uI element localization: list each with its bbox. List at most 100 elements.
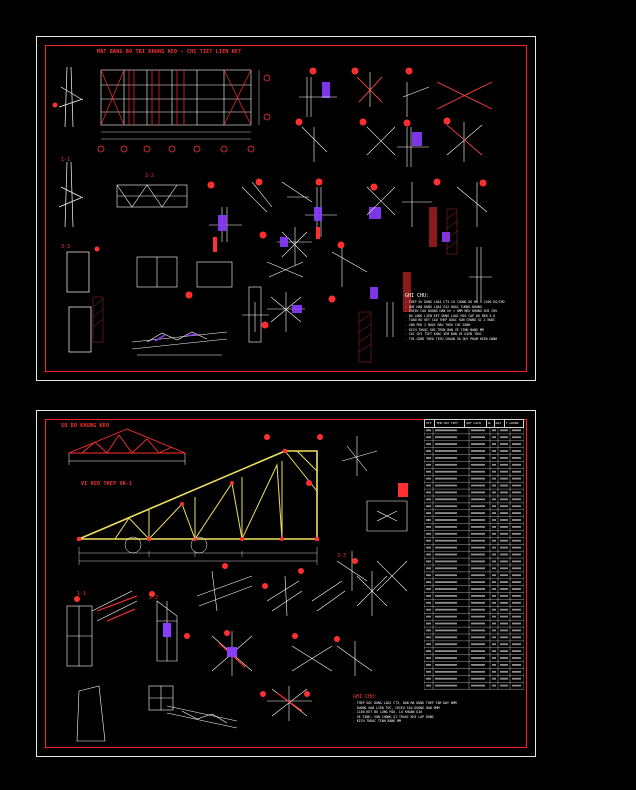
drawing-sheet-1: MAT BANG BO TRI KHUNG KEO - CHI TIET LIE… xyxy=(36,36,536,381)
table-cell-text xyxy=(426,450,431,452)
detail-bubbles xyxy=(185,67,487,329)
table-cell-text xyxy=(512,484,521,487)
table-cell-text xyxy=(435,450,457,452)
table-cell-text xyxy=(512,532,521,535)
table-cell-text xyxy=(426,670,431,673)
section-label-3: 3-3 xyxy=(61,244,71,250)
sheet-2-drawing xyxy=(66,428,408,742)
table-cell-text xyxy=(471,443,485,445)
table-cell-text xyxy=(426,595,431,597)
lower-bubbles xyxy=(74,558,358,697)
table-cell-text xyxy=(471,670,485,673)
table-cell-text xyxy=(426,657,431,659)
section-markers xyxy=(52,102,100,252)
table-cell-text xyxy=(426,429,431,432)
table-cell-text xyxy=(426,539,431,542)
table-cell-text xyxy=(471,643,485,646)
table-cell-text xyxy=(435,629,457,632)
note-line: - DUONG HAN LIEN TUC, CHIEU CAO DUONG HA… xyxy=(353,705,440,710)
table-cell-text xyxy=(435,581,457,583)
table-cell-text xyxy=(512,553,521,556)
table-cell-text xyxy=(471,491,485,494)
table-cell-text xyxy=(471,539,485,542)
note-line: - THEP GOC DUNG LOAI CT3, BAN MA DUNG TH… xyxy=(353,701,457,705)
table-cell-text xyxy=(492,560,496,563)
sheet-1-drawing xyxy=(52,66,493,363)
table-cell-text xyxy=(471,595,485,597)
table-cell-text xyxy=(492,588,496,590)
table-cell-text xyxy=(492,553,496,556)
plan-bracing xyxy=(100,69,252,126)
sheet-1-notes-title: GHI CHU: xyxy=(405,293,430,299)
table-cell-text xyxy=(492,429,496,432)
table-cell-text xyxy=(471,657,485,659)
table-cell-text xyxy=(492,484,496,487)
table-cell-text xyxy=(512,677,521,680)
table-cell-text xyxy=(512,429,521,432)
table-cell-text xyxy=(435,457,457,459)
table-cell-text xyxy=(512,581,521,583)
table-cell-text xyxy=(492,567,496,570)
table-cell-text xyxy=(426,477,431,480)
table-cell-text xyxy=(492,581,496,583)
table-cell-text xyxy=(471,505,485,508)
table-grid xyxy=(423,426,525,690)
table-cell-text xyxy=(426,443,431,445)
table-cell-text xyxy=(435,650,457,652)
table-cell-text xyxy=(512,657,521,659)
table-cell-text xyxy=(435,560,457,563)
table-cell-text xyxy=(492,477,496,480)
table-cell-text xyxy=(471,470,485,473)
table-cell-text xyxy=(492,615,496,618)
sheet-1-frame xyxy=(45,45,527,372)
table-cell-text xyxy=(435,532,457,535)
table-cell-text xyxy=(435,526,457,528)
table-cell-text xyxy=(512,560,521,563)
table-cell-text xyxy=(500,519,508,521)
table-cell-text xyxy=(435,664,457,666)
table-cell-text xyxy=(492,443,496,445)
node-details xyxy=(336,436,408,592)
table-cell-text xyxy=(471,677,485,680)
table-cell-text xyxy=(500,608,508,611)
table-cell-text xyxy=(426,519,431,521)
table-cell-text xyxy=(426,526,431,528)
drawing-sheet-2: SO DO KHUNG KEO VI KEO THEP VK-1 xyxy=(36,410,536,757)
note-line: - CAC CHI TIET KHAC XEM BAN VE KIEN TRUC xyxy=(405,332,482,337)
table-cell-text xyxy=(471,512,485,514)
table-cell-text xyxy=(471,484,485,487)
note-line: - LIEN KET BU LONG M16, LO KHOAN D18 xyxy=(353,710,423,715)
note-line: - KICH THUOC GHI TREN BAN VE TINH BANG M… xyxy=(405,327,484,332)
table-cell-text xyxy=(512,436,521,439)
table-cell-text xyxy=(500,629,508,632)
note-line: - VE SINH, SON CHONG GI TRUOC KHI LAP DU… xyxy=(353,714,434,719)
table-cell-text xyxy=(426,684,431,687)
table-cell-text xyxy=(471,608,485,611)
table-cell-text xyxy=(500,595,508,597)
table-cell-text xyxy=(426,546,431,549)
table-cell-text xyxy=(471,622,485,625)
bottom-truss-detail xyxy=(131,331,228,356)
table-cell-text xyxy=(500,643,508,646)
table-cell-text xyxy=(512,463,521,466)
note-line: - SON PHU 2 NUOC MAU THEO CHI DINH xyxy=(405,322,471,327)
table-cell-text xyxy=(512,574,521,577)
table-cell-text xyxy=(426,498,431,501)
sheet-2-section-3: 3-3 xyxy=(337,553,347,559)
table-cell-text xyxy=(426,608,431,611)
table-cell-text xyxy=(512,450,521,452)
sheet-2-title-a: SO DO KHUNG KEO xyxy=(61,423,110,429)
table-cell-text xyxy=(500,498,508,501)
table-cell-text xyxy=(426,677,431,680)
table-cell-text xyxy=(500,553,508,556)
table-cell-text xyxy=(500,622,508,625)
note-line: - QUE HAN DUNG LOAI E42 HOAC TUONG DUONG xyxy=(405,304,482,309)
table-cell-text xyxy=(512,615,521,618)
table-cell-text xyxy=(471,436,485,439)
table-cell-text xyxy=(471,664,485,666)
table-cell-text xyxy=(492,574,496,577)
table-cell-text xyxy=(492,670,496,673)
table-cell-text xyxy=(500,574,508,577)
table-cell-text xyxy=(492,622,496,625)
table-cell-text xyxy=(435,463,457,466)
